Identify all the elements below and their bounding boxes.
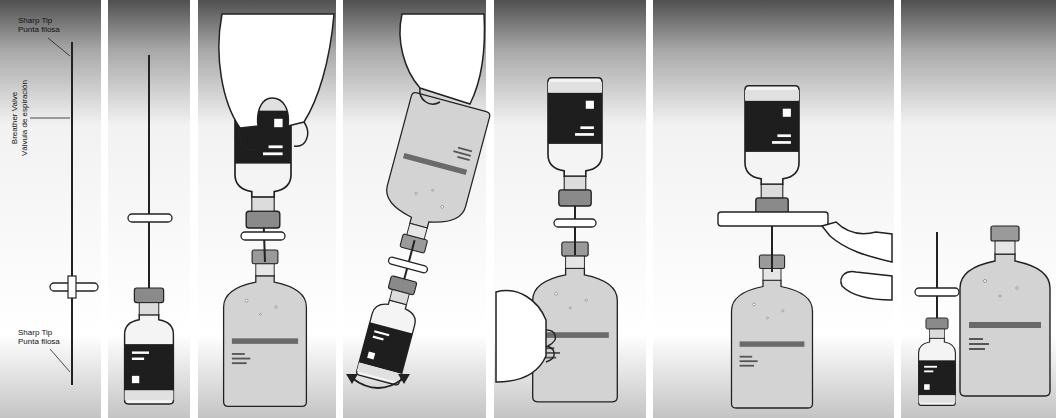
- needle-flange: [554, 219, 596, 227]
- panel-ground: [494, 0, 646, 418]
- needle-flange: [128, 214, 172, 222]
- inverted-assembly: [338, 92, 491, 391]
- part-label: Sharp Tip: [18, 16, 52, 25]
- panel-ground: [0, 0, 101, 418]
- hand: [496, 291, 546, 382]
- panel-ground: [108, 0, 190, 418]
- part-label: Válvula de espiración: [20, 80, 29, 156]
- diluent-bottle: [732, 255, 813, 408]
- swirl-arrowhead: [398, 374, 410, 384]
- panel-ground: [901, 0, 1056, 418]
- needle-flange: [915, 288, 959, 296]
- transfer-needle: [71, 42, 73, 385]
- leader-line: [30, 118, 70, 119]
- swirl-arrow: [352, 378, 404, 388]
- part-label: Punta filosa: [18, 25, 60, 34]
- vaccine-vial: [356, 273, 426, 385]
- hand: [219, 14, 334, 128]
- needle-flange: [388, 256, 428, 273]
- part-label: Punta filosa: [18, 337, 60, 346]
- hand: [841, 272, 892, 300]
- leader-line: [50, 349, 70, 372]
- leader-line: [48, 38, 70, 56]
- hand: [822, 222, 892, 262]
- panel-ground: [653, 0, 894, 418]
- vaccine-vial: [745, 86, 799, 214]
- vaccine-vial: [125, 288, 174, 404]
- needle-hub: [68, 276, 76, 298]
- vaccine-vial: [919, 318, 956, 405]
- hand: [420, 88, 440, 104]
- swirl-arrowhead: [346, 374, 358, 384]
- diluent-bottle: [373, 92, 491, 261]
- panel-ground: [198, 0, 336, 418]
- hand: [546, 330, 555, 362]
- needle-flange: [241, 232, 285, 240]
- vaccine-vial: [548, 78, 602, 206]
- diluent-bottle: [960, 226, 1050, 396]
- transfer-needle: [936, 232, 938, 325]
- hand: [400, 14, 484, 104]
- diluent-bottle: [224, 250, 307, 406]
- needle-flange: [718, 212, 828, 226]
- hand: [239, 122, 308, 150]
- part-label: Breather Valve: [10, 92, 19, 144]
- part-label: Sharp Tip: [18, 328, 52, 337]
- transfer-needle: [148, 55, 150, 300]
